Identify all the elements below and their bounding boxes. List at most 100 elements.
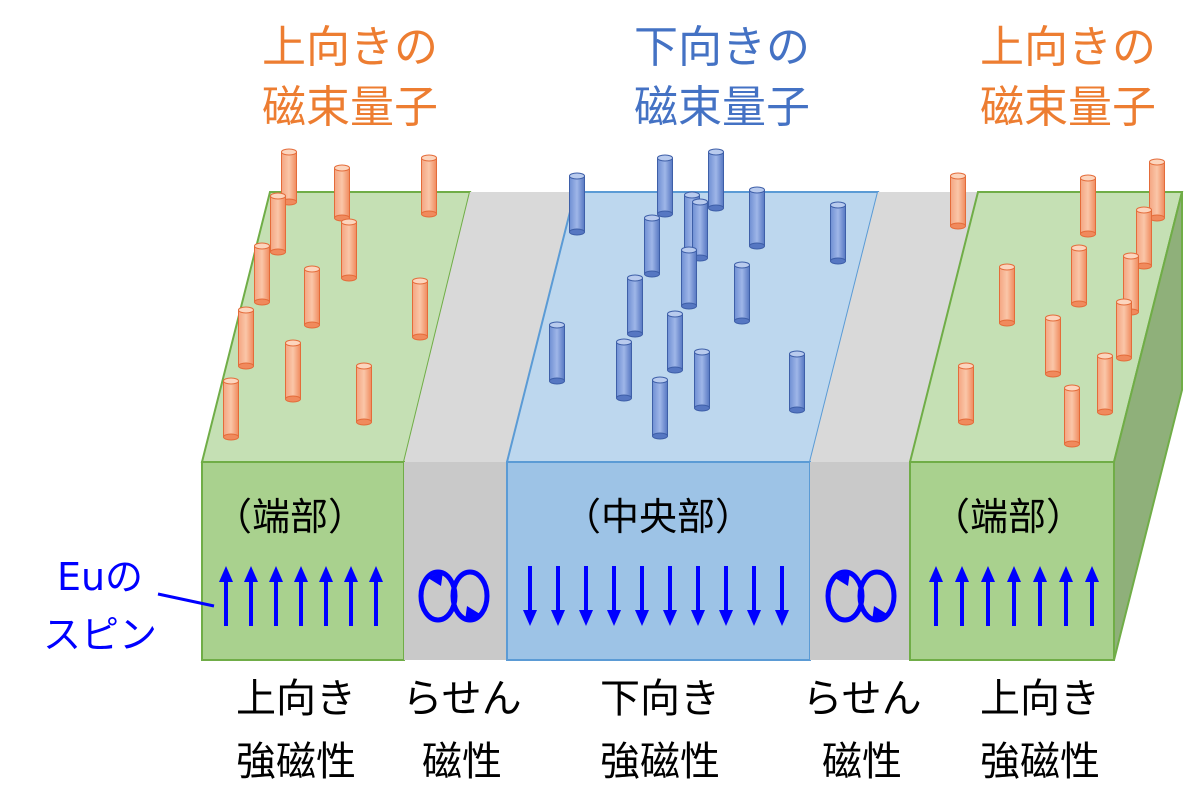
spin-up-arrow xyxy=(1033,566,1047,626)
spin-up-arrow xyxy=(269,566,283,626)
down-flux-quantum xyxy=(749,186,765,250)
spin-down-arrow xyxy=(719,566,733,626)
up-flux-quantum xyxy=(1064,384,1080,448)
down-flux-quantum xyxy=(694,348,710,412)
spin-down-arrow xyxy=(607,566,621,626)
front-left-helical-region xyxy=(404,462,507,660)
spin-up-arrow xyxy=(981,566,995,626)
bottom-labels: 上向き 強磁性 らせん 磁性 下向き 強磁性 らせん 磁性 上向き 強磁性 xyxy=(236,676,1100,785)
up-flux-quantum xyxy=(1097,352,1113,416)
spin-up-arrow xyxy=(294,566,308,626)
down-flux-quantum xyxy=(627,274,643,338)
up-flux-quantum xyxy=(1116,298,1132,362)
up-flux-quantum xyxy=(270,192,286,256)
front-face xyxy=(201,461,1115,661)
flux-label-left: 上向きの 磁束量子 xyxy=(262,22,438,133)
spin-down-arrow xyxy=(551,566,565,626)
helical-spin-icon-right xyxy=(825,569,897,623)
spin-up-arrow xyxy=(244,566,258,626)
flux-label-right: 上向きの 磁束量子 xyxy=(980,22,1156,133)
down-flux-quantum xyxy=(616,338,632,402)
spin-label-pointer xyxy=(157,592,215,608)
top-surface xyxy=(200,191,1184,463)
up-flux-quantum xyxy=(950,172,966,230)
flux-label-center-line1: 下向きの xyxy=(634,22,810,73)
front-right-helical-region xyxy=(810,462,910,660)
spin-down-arrow xyxy=(523,566,537,626)
front-center-region xyxy=(506,461,811,661)
down-flux-quantum xyxy=(681,246,697,310)
up-flux-quantum xyxy=(356,362,372,426)
bottom-label-col1-line1: 上向き xyxy=(236,676,356,722)
spin-down-arrow xyxy=(775,566,789,626)
flux-label-center: 下向きの 磁束量子 xyxy=(634,22,810,133)
bottom-label-col1-line2: 強磁性 xyxy=(236,739,356,785)
top-right-helical-region xyxy=(810,192,978,462)
up-flux-quantum xyxy=(238,306,254,370)
down-flux-quantum xyxy=(667,310,683,374)
spin-down-arrow xyxy=(579,566,593,626)
bottom-label-col2-line1: らせん xyxy=(402,676,521,722)
spin-up-arrow xyxy=(219,566,233,626)
up-flux-quantum xyxy=(223,377,239,441)
spin-up-arrow xyxy=(929,566,943,626)
down-flux-quantum xyxy=(734,261,750,325)
spin-label: Euの スピン xyxy=(43,555,215,657)
down-flux-quantum xyxy=(644,214,660,278)
region-label-right: （端部） xyxy=(932,495,1084,539)
down-flux-quantum xyxy=(789,350,805,414)
down-flux-quantum xyxy=(708,148,724,212)
front-right-ferro-region xyxy=(909,461,1115,661)
down-flux-quantum xyxy=(657,154,673,218)
up-flux-quantum xyxy=(999,263,1015,327)
spin-down-arrow xyxy=(635,566,649,626)
spin-up-arrow xyxy=(1007,566,1021,626)
bottom-label-col5-line1: 上向き xyxy=(980,676,1100,722)
spin-label-line2: スピン xyxy=(43,613,157,657)
spin-up-arrow xyxy=(955,566,969,626)
region-label-left: （端部） xyxy=(214,495,366,539)
up-flux-quantum xyxy=(285,339,301,403)
up-flux-quantum xyxy=(958,362,974,426)
up-flux-quantum xyxy=(412,277,428,341)
spin-up-arrow xyxy=(319,566,333,626)
up-flux-quantum xyxy=(304,265,320,329)
flux-label-left-line1: 上向きの xyxy=(262,22,438,73)
up-flux-quantum xyxy=(281,148,297,206)
spin-up-arrow xyxy=(1085,566,1099,626)
spin-up-arrow xyxy=(344,566,358,626)
up-flux-quantum xyxy=(254,242,270,306)
flux-quanta xyxy=(223,148,1165,448)
bottom-label-col4-line1: らせん xyxy=(802,676,921,722)
region-label-center: （中央部） xyxy=(563,495,753,539)
up-flux-quantum xyxy=(341,218,357,282)
spin-up-arrow xyxy=(369,566,383,626)
bottom-label-col5-line2: 強磁性 xyxy=(980,739,1100,785)
down-flux-quantum xyxy=(830,201,846,265)
helical-spin-icon-left xyxy=(418,569,490,623)
down-flux-quantum xyxy=(549,321,565,385)
up-flux-quantum xyxy=(1080,174,1096,238)
front-left-ferro-region xyxy=(201,461,405,661)
bottom-label-col2-line2: 磁性 xyxy=(422,739,502,785)
down-flux-quantum xyxy=(569,172,585,236)
flux-label-right-line2: 磁束量子 xyxy=(980,82,1156,133)
flux-label-center-line2: 磁束量子 xyxy=(634,82,810,133)
bottom-label-col3-line2: 強磁性 xyxy=(600,739,720,785)
up-flux-quantum xyxy=(334,164,350,222)
up-flux-quantum xyxy=(1045,314,1061,378)
spin-down-arrow xyxy=(691,566,705,626)
bottom-label-col3-line1: 下向き xyxy=(600,676,720,722)
up-flux-quantum xyxy=(1071,244,1087,308)
flux-label-right-line1: 上向きの xyxy=(980,22,1156,73)
down-flux-quantum xyxy=(652,376,668,440)
spin-down-arrow xyxy=(663,566,677,626)
spin-up-arrow xyxy=(1059,566,1073,626)
spin-down-arrow xyxy=(747,566,761,626)
bottom-label-col4-line2: 磁性 xyxy=(822,739,902,785)
spin-label-line1: Euの xyxy=(57,555,143,599)
up-flux-quantum xyxy=(421,154,437,218)
spin-arrows xyxy=(219,566,1099,626)
flux-label-left-line2: 磁束量子 xyxy=(262,82,438,133)
